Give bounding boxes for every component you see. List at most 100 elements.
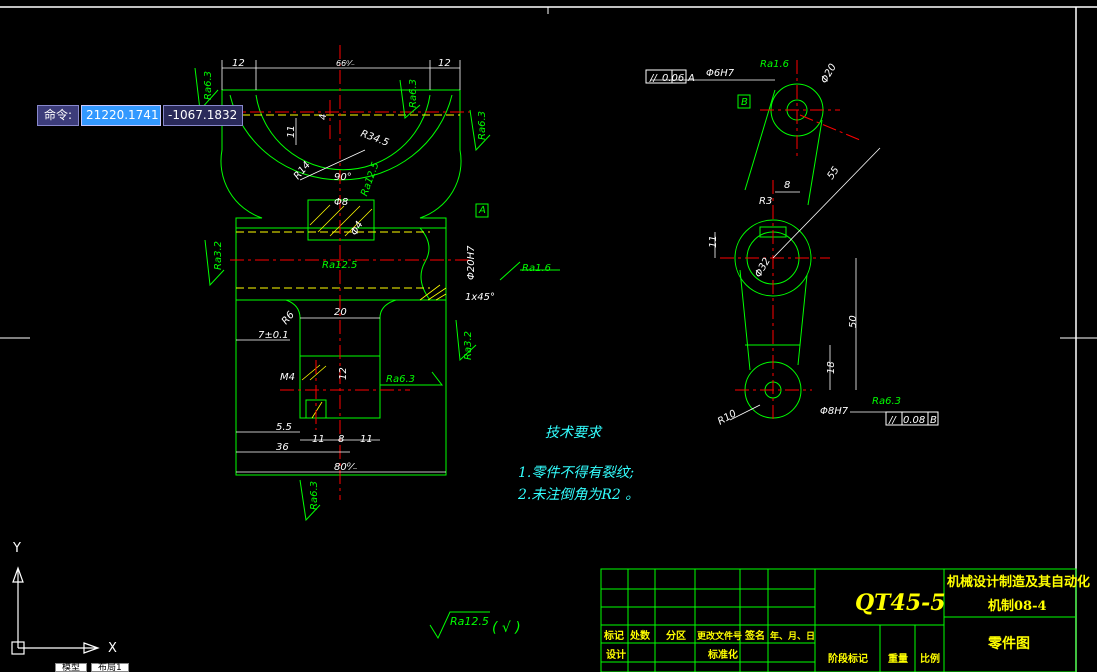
tb-h3: 更改文件号 bbox=[697, 630, 742, 642]
command-label: 命令: bbox=[37, 105, 80, 126]
break-line bbox=[419, 227, 431, 301]
datum-a-label: A bbox=[478, 205, 486, 216]
dim-11r: 11 bbox=[708, 235, 719, 248]
material-label: QT45-5 bbox=[855, 590, 946, 616]
dim-phi20: Φ20 bbox=[819, 62, 839, 85]
dim-7: 7±0.1 bbox=[258, 330, 289, 341]
left-upper-outline bbox=[220, 90, 263, 228]
tab-layout1[interactable]: 布局1 bbox=[91, 663, 129, 672]
ra32-a: Ra3.2 bbox=[213, 241, 224, 270]
dim-phi4: Φ4 bbox=[349, 220, 366, 238]
dim-r3: R3 bbox=[759, 196, 772, 207]
right-center-lines bbox=[720, 60, 861, 420]
ucs-x-label: X bbox=[108, 641, 117, 656]
datum-b-label: B bbox=[741, 97, 748, 108]
dim-8r: 8 bbox=[784, 180, 790, 191]
tb-r2-0: 设计 bbox=[606, 648, 626, 661]
dim-4: 4 bbox=[318, 114, 329, 120]
ra125-b: Ra12.5 bbox=[322, 260, 357, 271]
tb-r2-3: 标准化 bbox=[707, 648, 738, 661]
boss bbox=[307, 199, 375, 241]
dim-chamfer: 1x45° bbox=[465, 292, 495, 303]
center-lines bbox=[200, 45, 470, 500]
dim-18: 18 bbox=[826, 361, 837, 374]
ra63-d: Ra6.3 bbox=[386, 374, 415, 385]
right-dimension-lines bbox=[650, 79, 890, 421]
left-dimension-lines bbox=[221, 60, 461, 473]
dim-55: 5.5 bbox=[276, 422, 292, 433]
ra125-a: Ra12.5 bbox=[359, 161, 381, 198]
par1-ref: A bbox=[687, 73, 695, 84]
par1-sym: // bbox=[649, 73, 658, 84]
title-block bbox=[600, 568, 1077, 672]
hatch-areas bbox=[301, 204, 447, 419]
dim-36: 36 bbox=[276, 442, 289, 453]
par1-val: 0.06 bbox=[662, 73, 684, 84]
ra16-b: Ra1.6 bbox=[760, 59, 789, 70]
tb-h0: 标记 bbox=[603, 629, 624, 642]
tech-requirements-title: 技术要求 bbox=[545, 425, 601, 441]
layout-tabs: 模型 布局1 bbox=[55, 663, 129, 672]
ra63-c: Ra6.3 bbox=[477, 111, 488, 140]
datum-a-box bbox=[475, 203, 489, 218]
parallel-tol-b-box bbox=[885, 411, 939, 426]
tb-stage: 阶段标记 bbox=[828, 652, 868, 665]
dim-phi32: Φ32 bbox=[753, 256, 773, 279]
dim-8: 8 bbox=[338, 434, 344, 445]
center-boss-outer bbox=[734, 219, 812, 297]
y-coordinate-input[interactable]: -1067.1832 bbox=[163, 105, 244, 126]
tech-requirement-2: 2.未注倒角为R2 。 bbox=[518, 487, 640, 503]
bore-section bbox=[235, 227, 447, 301]
tab-model[interactable]: 模型 bbox=[55, 663, 88, 672]
right-view bbox=[734, 83, 824, 419]
hidden-lines bbox=[230, 114, 460, 289]
ucs-y-label: Y bbox=[12, 541, 21, 556]
outer-arc bbox=[229, 94, 453, 181]
general-ra: Ra12.5 bbox=[450, 615, 489, 628]
dim-66: 66⁰⁄₋ bbox=[336, 59, 355, 68]
par2-sym: // bbox=[888, 415, 897, 426]
general-ra-suffix: ( √ ) bbox=[492, 620, 521, 636]
left-view bbox=[220, 89, 462, 476]
lower-outline bbox=[235, 300, 447, 476]
surface-symbols-left bbox=[194, 67, 560, 522]
tech-requirement-1: 1.零件不得有裂纹; bbox=[518, 465, 635, 481]
dim-phi6h7: Φ6H7 bbox=[706, 68, 735, 79]
datum-b-box bbox=[737, 94, 751, 109]
dim-12-small: 12 bbox=[338, 367, 349, 380]
dim-55r: 55 bbox=[825, 165, 841, 182]
dim-11b: 11 bbox=[312, 434, 325, 445]
dim-20: 20 bbox=[334, 307, 347, 318]
class-label: 机制08-4 bbox=[988, 598, 1047, 614]
lower-arm bbox=[739, 269, 808, 371]
tb-h1: 处数 bbox=[629, 629, 651, 642]
par2-val: 0.08 bbox=[903, 415, 925, 426]
x-coordinate-input[interactable]: 21220.1741 bbox=[81, 105, 162, 126]
dim-12-right: 12 bbox=[438, 58, 451, 69]
tb-scale: 比例 bbox=[920, 652, 940, 665]
dim-80: 80⁰⁄₋ bbox=[334, 462, 358, 473]
right-upper-outline bbox=[419, 90, 462, 228]
ucs-icon bbox=[11, 566, 100, 655]
ra63-a: Ra6.3 bbox=[203, 71, 214, 100]
ra63-f: Ra6.3 bbox=[872, 396, 901, 407]
par2-ref: B bbox=[930, 415, 937, 426]
dim-m4: M4 bbox=[280, 372, 295, 383]
ra32-b: Ra3.2 bbox=[463, 331, 474, 360]
dynamic-input-bar: 命令: 21220.1741 -1067.1832 bbox=[37, 105, 244, 126]
tb-h2: 分区 bbox=[666, 629, 686, 642]
inner-arc bbox=[255, 94, 431, 171]
ra63-e: Ra6.3 bbox=[309, 481, 320, 510]
dim-phi8h7: Φ8H7 bbox=[820, 406, 849, 417]
dim-r6: R6 bbox=[280, 310, 297, 327]
drawing-name-label: 零件图 bbox=[987, 635, 1030, 652]
dim-90deg: 90° bbox=[334, 172, 352, 183]
tb-weight: 重量 bbox=[888, 652, 908, 665]
dim-50: 50 bbox=[848, 315, 859, 328]
dim-11c: 11 bbox=[360, 434, 373, 445]
dim-12-left: 12 bbox=[232, 58, 245, 69]
top-border bbox=[0, 0, 1097, 8]
dim-r10: R10 bbox=[716, 408, 739, 427]
dim-r345: R34.5 bbox=[359, 128, 390, 148]
